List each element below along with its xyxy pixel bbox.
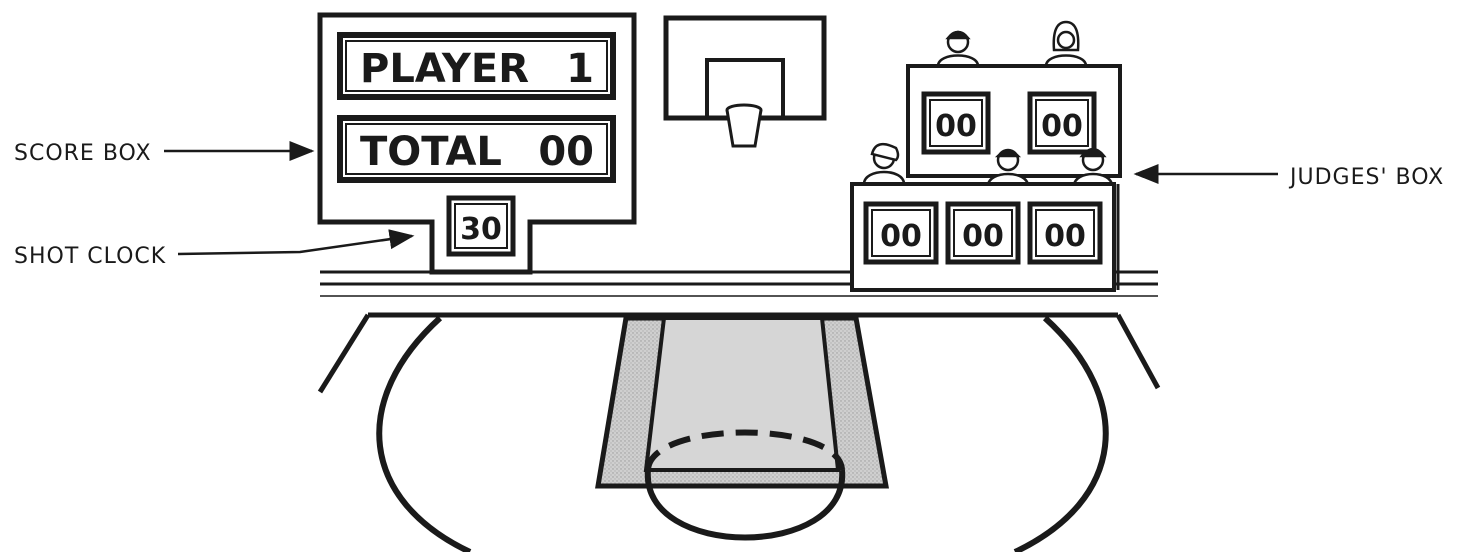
judge-figure-2 [1046, 22, 1086, 66]
judge-score-top-1-value: 00 [935, 109, 977, 144]
score-box: PLAYER 1 TOTAL 00 30 [320, 15, 634, 272]
judge-score-top-2: 00 [1030, 94, 1094, 152]
hoop-net [727, 105, 761, 146]
callout-shot-clock: SHOT CLOCK [14, 236, 412, 269]
judge-score-bottom-1-value: 00 [880, 219, 922, 254]
right-court-edge [1118, 315, 1158, 388]
three-point-arc-left [379, 318, 470, 552]
judge-score-bottom-2: 00 [948, 204, 1018, 262]
callout-score-box: SCORE BOX [14, 141, 312, 166]
court-floor [320, 272, 1158, 552]
judge-score-top-2-value: 00 [1041, 109, 1083, 144]
judges-box: 00 00 00 [852, 22, 1120, 290]
player-value: 1 [566, 46, 594, 92]
judge-score-bottom-1: 00 [866, 204, 936, 262]
judge-score-top-1: 00 [924, 94, 988, 152]
score-box-label: SCORE BOX [14, 141, 152, 166]
player-label: PLAYER [360, 46, 529, 92]
callout-judges-box: JUDGES' BOX [1136, 165, 1444, 190]
judge-score-bottom-3: 00 [1030, 204, 1100, 262]
judge-score-bottom-3-value: 00 [1044, 219, 1086, 254]
judge-figure-1 [938, 32, 978, 66]
judge-score-bottom-2-value: 00 [962, 219, 1004, 254]
three-point-arc-right [1015, 318, 1106, 552]
backboard [666, 18, 824, 146]
judges-box-label: JUDGES' BOX [1288, 165, 1444, 190]
paint-inner-lane [646, 318, 838, 470]
left-court-edge [320, 315, 368, 392]
total-label: TOTAL [360, 129, 502, 175]
shot-clock-arrow [178, 236, 412, 254]
total-value: 00 [538, 129, 594, 175]
shot-clock-label: SHOT CLOCK [14, 244, 166, 269]
judge-figure-3 [864, 144, 904, 184]
shot-clock-value: 30 [460, 212, 502, 247]
